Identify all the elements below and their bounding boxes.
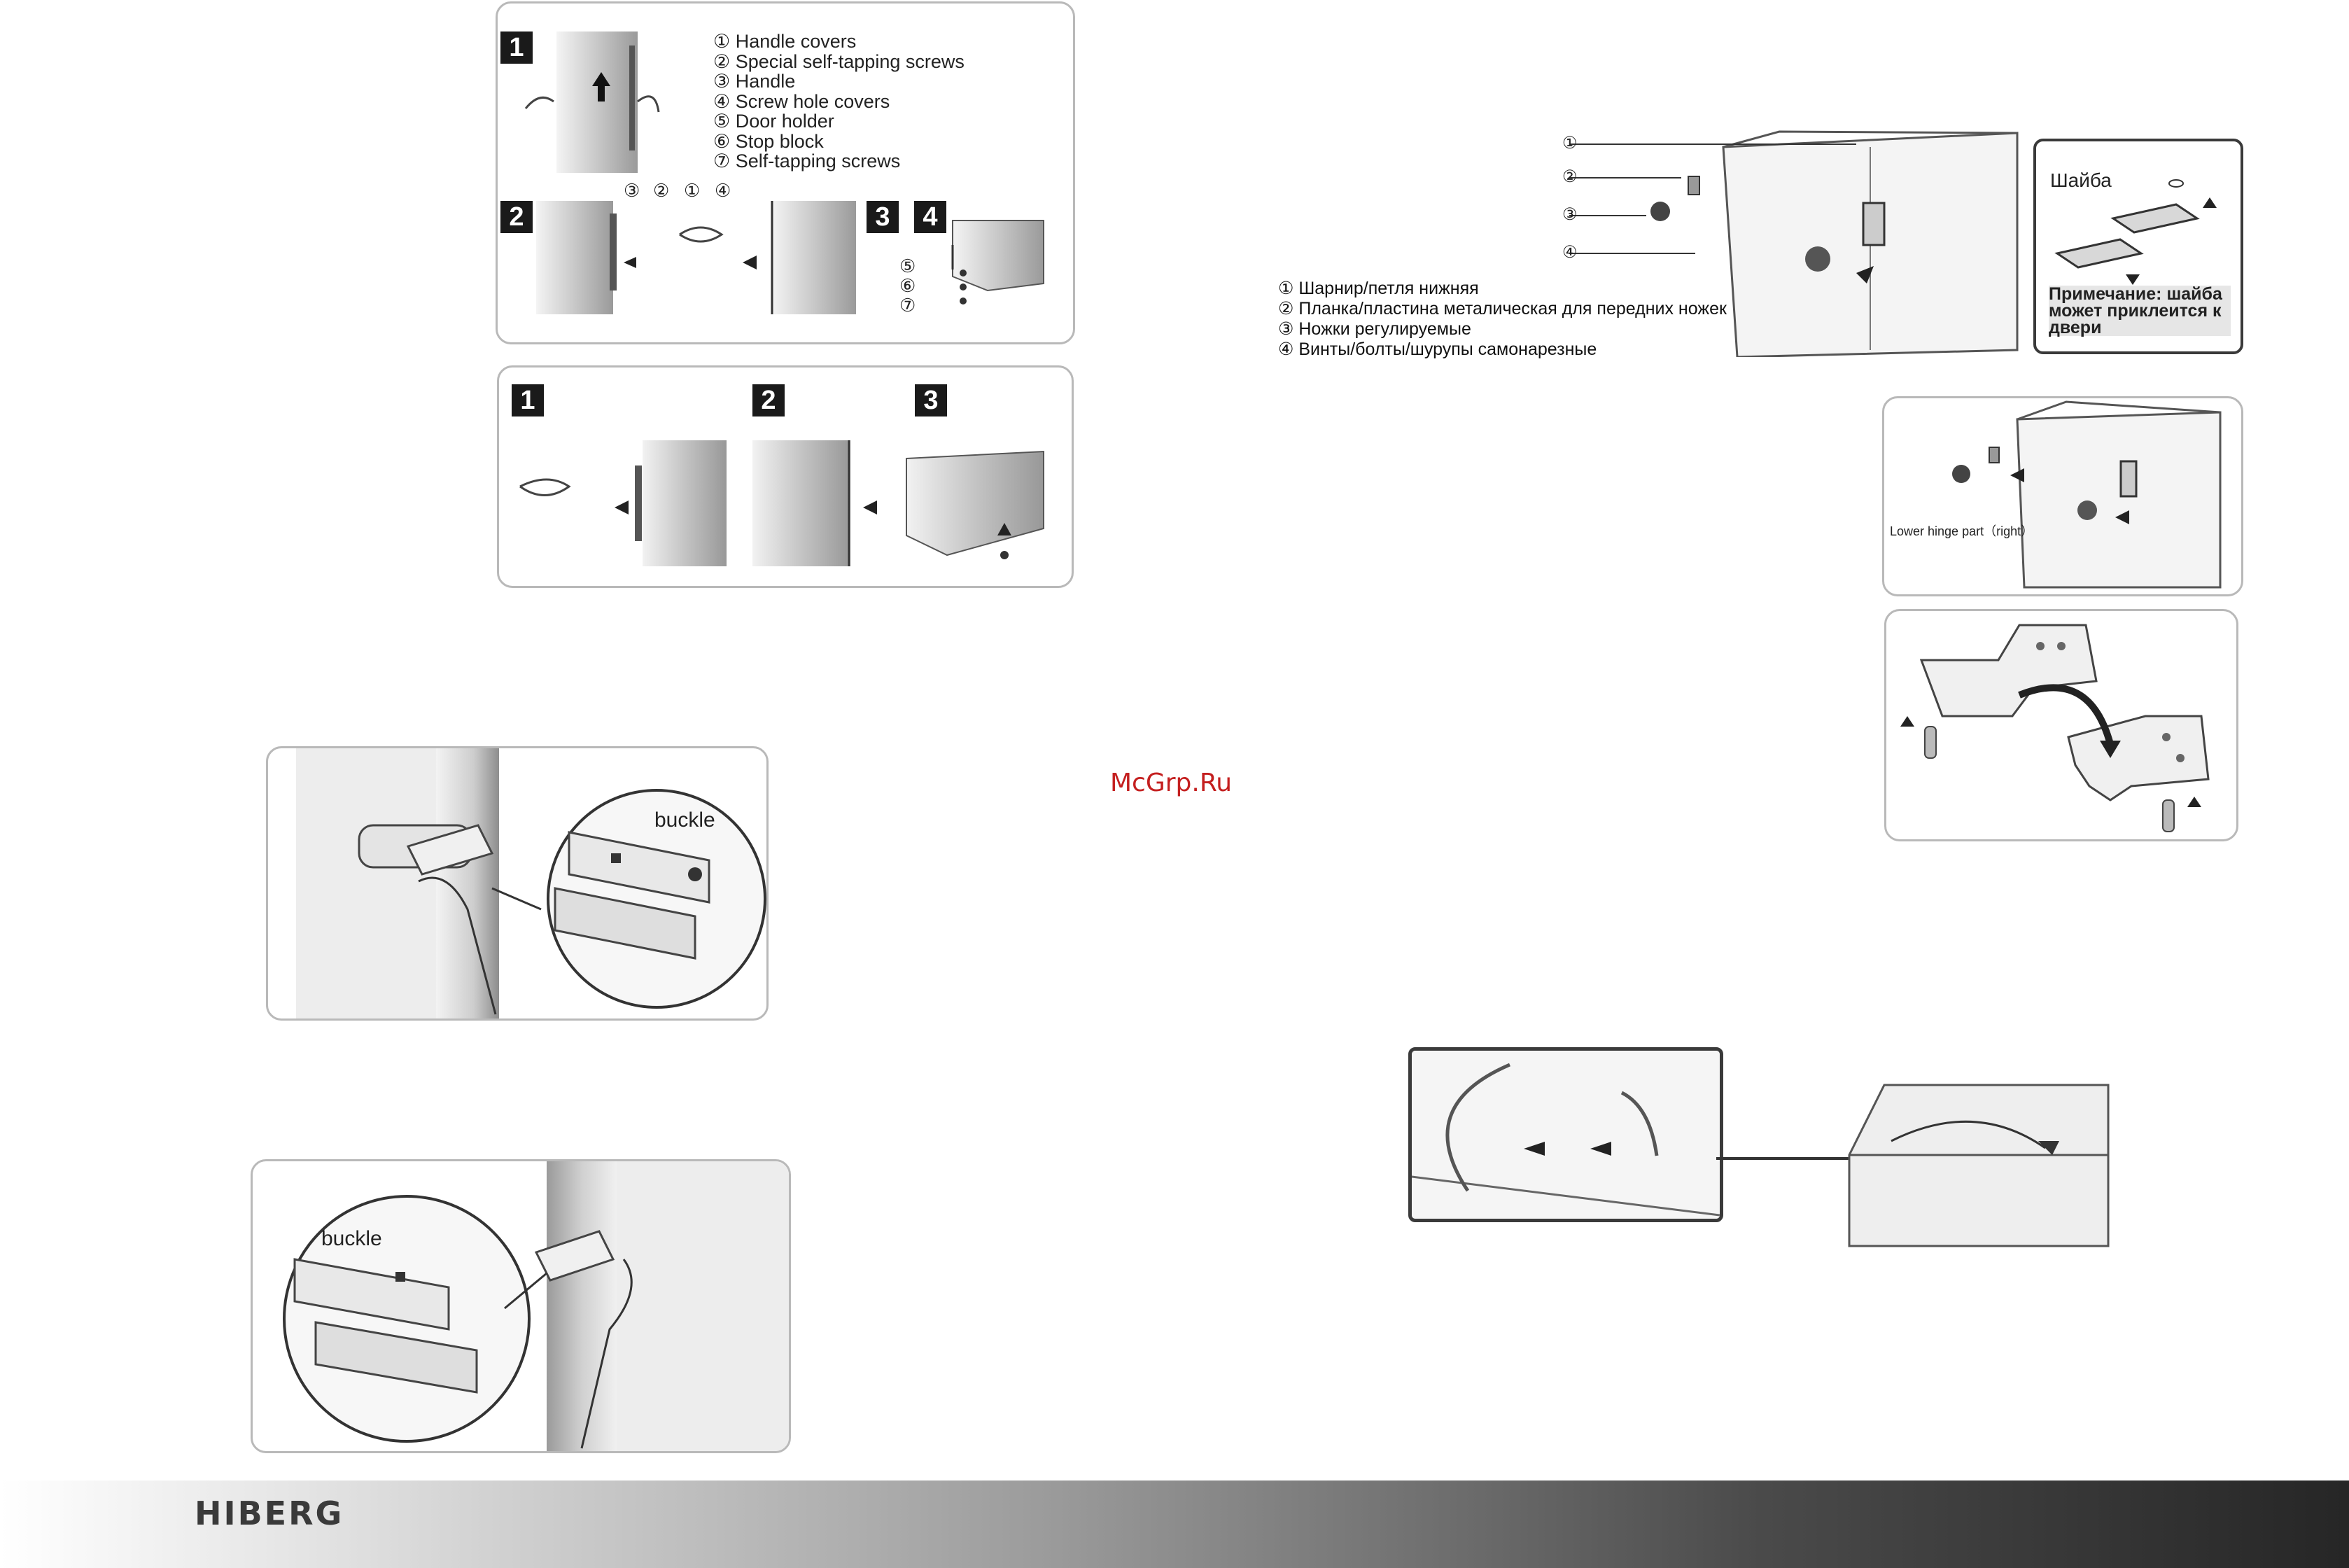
buckle-label: buckle [321,1227,382,1250]
lower-hinge-label: Lower hinge part（right） [1890,524,2034,538]
legend-item: ④ Винты/болты/шурупы самонарезные [1278,340,1597,359]
hinge-parts-illustration [1569,130,2019,357]
legend-item: ④ Screw hole covers [713,90,890,112]
callout-3: ③ [624,180,640,201]
legend-item: ① Шарнир/петля нижняя [1278,279,1479,298]
callout-4: ④ [715,180,731,201]
handle-steps-panel: 1 2 3 [497,365,1074,588]
hinge-number-1: ① [1562,134,1578,153]
legend-item: ① Handle covers [713,31,857,52]
buckle-install-panel: buckle [251,1159,791,1453]
handle-parts-illustration [524,31,1044,314]
handle-parts-legend: ① Handle covers ② Special self-tapping s… [713,31,965,172]
callout-6: ⑥ [899,275,916,296]
step-3-label: 3 [915,384,947,416]
hinge-flip-illustration [1900,624,2210,832]
buckle-install-illustration [283,1161,789,1451]
wire-connector-panel [1408,1047,1723,1222]
handle-parts-panel: 1 2 3 4 ① Handle covers ② Special self-t… [496,1,1075,344]
legend-item: ③ Ножки регулируемые [1278,319,1471,339]
hinge-flip-panel [1884,609,2238,841]
lower-hinge-panel: Lower hinge part（right） [1882,396,2243,596]
footer-bar [0,1480,2349,1568]
step-1-label: 1 [512,384,544,416]
step-1-label: 1 [500,31,533,64]
washer-title: Шайба [2050,169,2112,191]
buckle-removal-panel: buckle [266,746,769,1021]
handle-steps-illustration [519,440,1044,566]
legend-item: ② Планка/пластина металическая для перед… [1278,299,1727,318]
legend-item: ③ Handle [713,71,796,92]
buckle-label: buckle [654,808,715,832]
hinge-number-2: ② [1562,167,1578,186]
brand-logo: HIBERG [195,1494,344,1532]
wire-connector-illustration [1412,1051,1720,1219]
washer-panel: Шайба Примечание: шайба может приклеится… [2033,139,2243,354]
callout-5: ⑤ [899,255,916,276]
step-3-label: 3 [867,201,899,233]
watermark: McGrp.Ru [1110,769,1233,797]
washer-note: Примечание: шайба может приклеится к две… [2049,286,2231,337]
buckle-removal-illustration [296,748,766,1018]
step-2-label: 2 [500,201,533,233]
callout-2: ② [653,180,670,201]
legend-item: ⑤ Door holder [713,111,834,132]
hinge-parts-legend: ① Шарнир/петля нижняя ② Планка/пластина … [1278,279,1727,360]
washer-illustration [2054,179,2217,285]
hinge-number-3: ③ [1562,205,1578,224]
legend-item: ② Special self-tapping screws [713,50,965,72]
hinge-number-4: ④ [1562,243,1578,262]
callout-7: ⑦ [899,295,916,316]
legend-item: ⑥ Stop block [713,130,824,152]
callout-1: ① [684,180,701,201]
step-2-label: 2 [752,384,785,416]
fridge-top-illustration [1716,1084,2110,1247]
legend-item: ⑦ Self-tapping screws [713,150,901,172]
step-4-label: 4 [914,201,946,233]
lower-hinge-illustration [1952,400,2222,589]
